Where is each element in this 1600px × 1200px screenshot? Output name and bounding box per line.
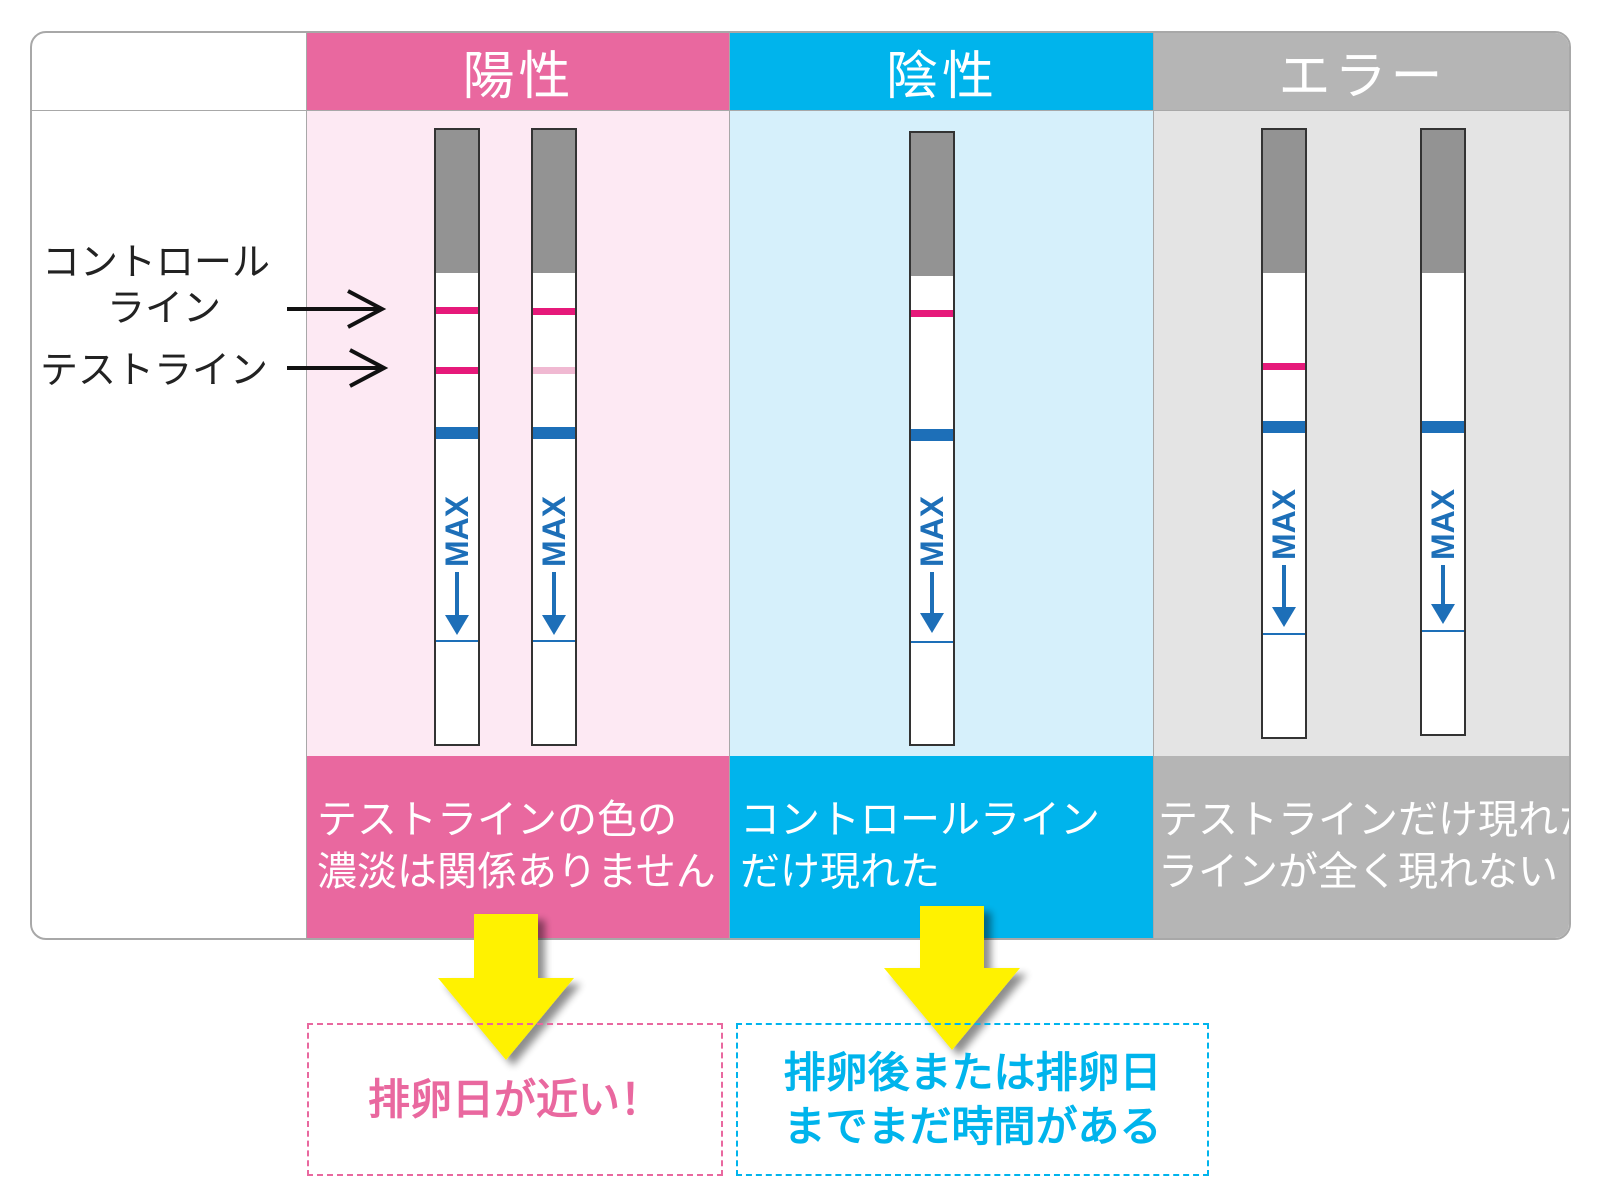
control-line-mark xyxy=(911,310,953,317)
negative-strip xyxy=(909,131,955,746)
blue-band xyxy=(1263,421,1305,433)
negative-result-box: 排卵後または排卵日 までまだ時間がある xyxy=(736,1023,1209,1176)
blue-band xyxy=(1422,421,1464,433)
negative-note-line1: コントロールライン xyxy=(740,797,1100,843)
strip-absorbent-tip xyxy=(911,133,953,276)
strip-absorbent-tip xyxy=(533,130,575,273)
blue-band xyxy=(533,427,575,439)
max-line xyxy=(1263,633,1305,635)
max-line xyxy=(911,641,953,643)
flow-arrowhead xyxy=(1272,607,1296,627)
faint-test-line-mark xyxy=(533,367,575,374)
negative-error-divider xyxy=(1153,33,1154,938)
max-label: MAX xyxy=(536,495,572,567)
max-line xyxy=(436,640,478,642)
error-strip-test-only xyxy=(1261,128,1307,739)
control-line-arrow xyxy=(287,289,387,329)
test-line-label: テストライン xyxy=(40,348,269,392)
error-note-line2: ラインが全く現れない xyxy=(1158,849,1558,895)
error-panel xyxy=(1154,110,1569,756)
positive-note-line1: テストラインの色の xyxy=(317,797,677,843)
positive-note: テストラインの色の 濃淡は関係ありません xyxy=(307,756,730,938)
error-header: エラー xyxy=(1154,33,1569,110)
error-note-line1: テストラインだけ現れた xyxy=(1158,797,1571,843)
error-strip-no-lines xyxy=(1420,128,1466,736)
strip-absorbent-tip xyxy=(436,130,478,273)
negative-result-line2: までまだ時間がある xyxy=(783,1101,1162,1151)
positive-result-text: 排卵日が近い！ xyxy=(367,1074,662,1124)
blue-band xyxy=(436,427,478,439)
negative-result-line1: 排卵後または排卵日 xyxy=(783,1047,1162,1097)
positive-strip-strong xyxy=(434,128,480,746)
positive-panel xyxy=(307,110,730,756)
control-line-label-1: コントロール xyxy=(42,240,271,284)
flow-arrowhead xyxy=(920,613,944,633)
positive-result-box: 排卵日が近い！ xyxy=(307,1023,723,1176)
control-line-mark xyxy=(533,308,575,315)
negative-note-line2: だけ現れた xyxy=(740,849,940,895)
error-note: テストラインだけ現れた ラインが全く現れない xyxy=(1154,756,1571,938)
flow-arrowhead xyxy=(542,615,566,635)
max-label: MAX xyxy=(914,495,950,567)
test-line-arrow xyxy=(287,348,389,388)
flow-arrowhead xyxy=(1431,604,1455,624)
negative-result-arrow xyxy=(884,906,1020,1050)
label-column-divider xyxy=(306,33,307,938)
results-table: 陽性 陰性 エラー テストラインの色の 濃淡は関係ありません コントロールライン… xyxy=(30,31,1571,940)
control-line-label-2: ライン xyxy=(107,286,222,330)
positive-result-arrow xyxy=(438,914,574,1060)
strip-absorbent-tip xyxy=(1422,130,1464,273)
test-line-mark xyxy=(436,367,478,374)
blue-band xyxy=(911,429,953,441)
control-line-mark xyxy=(436,307,478,314)
negative-header: 陰性 xyxy=(730,33,1154,110)
positive-strip-faint xyxy=(531,128,577,746)
max-label: MAX xyxy=(439,495,475,567)
flow-arrowhead xyxy=(445,615,469,635)
positive-note-line2: 濃淡は関係ありません xyxy=(317,849,716,895)
positive-header: 陽性 xyxy=(307,33,730,110)
max-label: MAX xyxy=(1425,488,1461,560)
positive-negative-divider xyxy=(729,33,730,938)
max-line xyxy=(1422,630,1464,632)
header-divider xyxy=(32,110,1569,111)
test-line-mark xyxy=(1263,363,1305,370)
max-line xyxy=(533,640,575,642)
strip-absorbent-tip xyxy=(1263,130,1305,273)
max-label: MAX xyxy=(1266,488,1302,560)
